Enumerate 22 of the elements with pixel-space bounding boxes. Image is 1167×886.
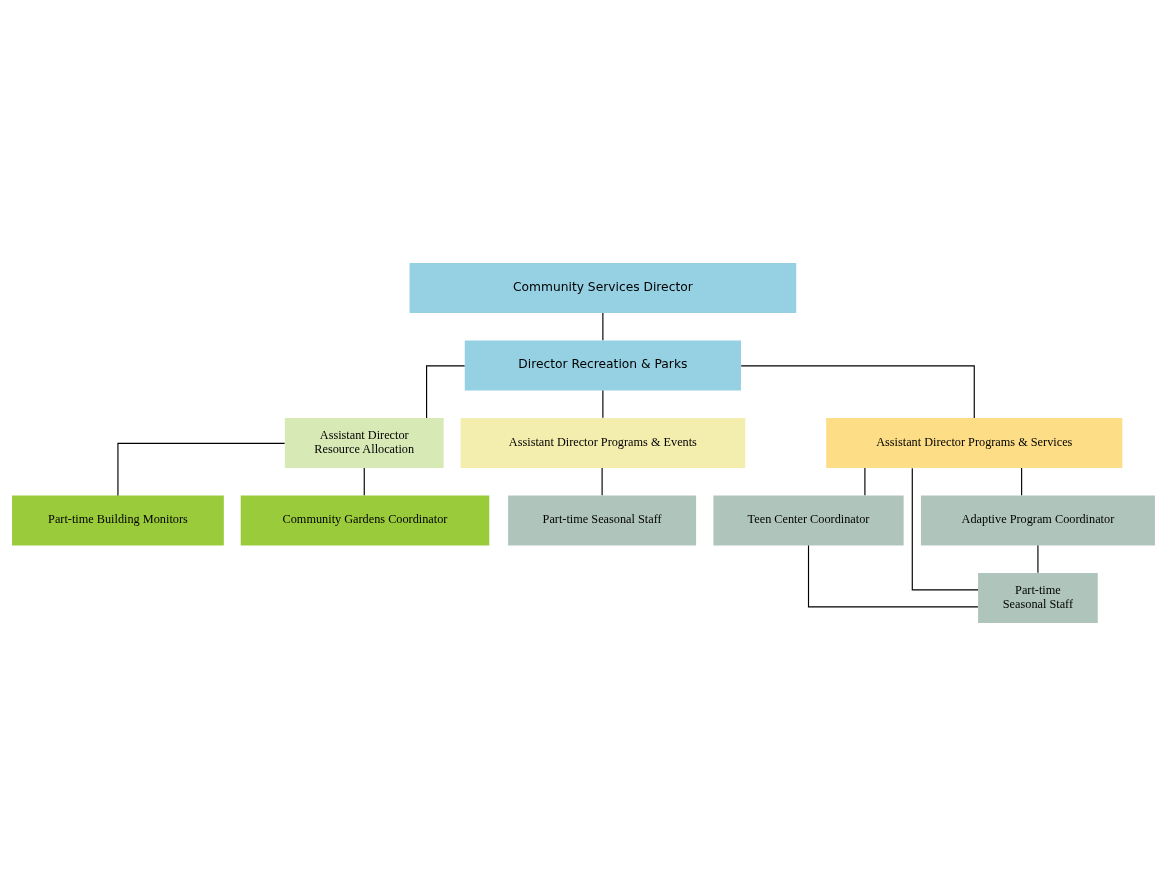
connector — [864, 467, 866, 496]
node-box: Part-time Seasonal Staff — [508, 495, 697, 546]
connector — [602, 312, 604, 341]
connector — [911, 467, 979, 591]
node-box: Assistant Director Programs & Events — [460, 418, 746, 468]
connector — [1021, 467, 1023, 496]
node-box: Part-time Building Monitors — [12, 495, 224, 546]
node-box: Teen Center Coordinator — [713, 495, 904, 546]
node-box: Assistant Director Resource Allocation — [284, 418, 444, 468]
connector — [363, 467, 365, 496]
node-box: Adaptive Program Coordinator — [920, 495, 1155, 546]
connector — [740, 365, 975, 419]
connector — [426, 365, 466, 419]
connector — [117, 442, 286, 497]
connector — [807, 544, 979, 608]
node-box: Community Services Director — [409, 263, 797, 313]
connector — [602, 389, 604, 419]
node-box: Community Gardens Coordinator — [240, 495, 490, 546]
node-box: Part-time Seasonal Staff — [978, 573, 1098, 623]
node-box: Director Recreation & Parks — [464, 340, 741, 391]
node-box: Assistant Director Programs & Services — [826, 418, 1123, 468]
connector — [601, 467, 603, 496]
